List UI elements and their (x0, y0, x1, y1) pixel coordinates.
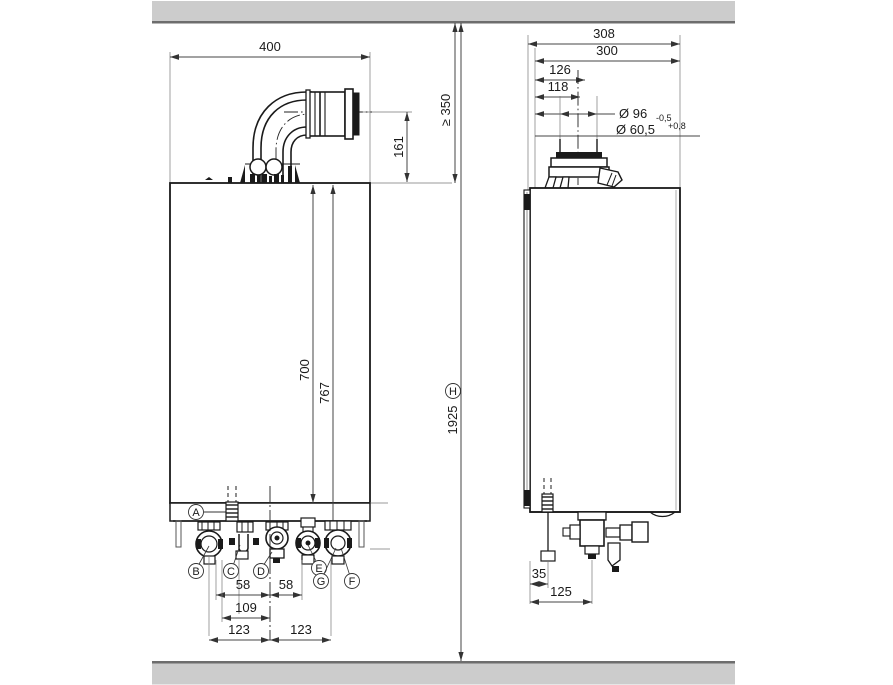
dim-dia-96: Ø 96 -0,5 (535, 96, 672, 145)
dim-label-300: 300 (596, 43, 618, 58)
dim-123-left: 123 (209, 622, 270, 643)
dim-label-350: ≥ 350 (438, 94, 453, 126)
dim-label-dia-60-5-tol: +0,8 (668, 121, 686, 131)
dim-label-400: 400 (259, 39, 281, 54)
side-view-group: 308 300 126 118 (523, 26, 700, 605)
dim-308: 308 (528, 26, 680, 47)
dim-label-767: 767 (317, 382, 332, 404)
front-view-group: 400 ≥ 350 161 (169, 23, 458, 643)
flue-port-right-icon (265, 158, 283, 176)
dim-label-125: 125 (550, 584, 572, 599)
valve-FG: G F (313, 520, 360, 589)
dim-58-left: 58 (216, 577, 270, 598)
callout-circle-H (445, 383, 461, 399)
floor-band (152, 661, 735, 685)
dim-label-dia-96-tol: -0,5 (656, 113, 672, 123)
flue-elbow (252, 88, 372, 184)
flue-collar-side (544, 139, 623, 189)
dim-width-400: 400 (170, 39, 370, 60)
connection-manifold-front: A (173, 486, 367, 589)
callout-label-B: B (192, 566, 199, 578)
callout-label-A: A (192, 507, 200, 519)
dim-label-161: 161 (391, 136, 406, 158)
flue-port-left-icon (249, 158, 267, 176)
dim-label-109: 109 (235, 600, 257, 615)
dim-label-308: 308 (593, 26, 615, 41)
dim-125: 125 (530, 584, 592, 605)
callout-label-D: D (257, 566, 265, 578)
dim-dia-60-5: Ø 60,5 +0,8 (535, 121, 700, 137)
connection-manifold-side (530, 478, 680, 572)
callout-A: A (188, 504, 226, 520)
dim-118: 118 (535, 79, 580, 100)
condensate-pipe (225, 486, 239, 522)
dim-label-118: 118 (548, 79, 569, 94)
callout-label-H: H (449, 386, 457, 398)
callout-label-E: E (315, 563, 322, 575)
valve-B: B (188, 521, 223, 579)
callout-label-C: C (227, 566, 235, 578)
ceiling-band (152, 1, 735, 24)
dim-flue-height-161: 161 (391, 112, 410, 182)
dim-123-right: 123 (270, 622, 331, 643)
dim-58-right: 58 (270, 577, 302, 598)
dim-body-700: 700 (297, 185, 388, 504)
flue-adapter-plate (205, 158, 300, 183)
dim-109: 109 (221, 560, 270, 622)
connector-C: C (223, 521, 259, 579)
callout-label-G: G (317, 576, 326, 588)
dim-label-700: 700 (297, 359, 312, 381)
dim-label-dia-60-5: Ø 60,5 (616, 122, 655, 137)
dim-label-123-right: 123 (290, 622, 312, 637)
dim-label-58-left: 58 (236, 577, 250, 592)
dim-label-123-left: 123 (228, 622, 250, 637)
dim-clearance-350: ≥ 350 (438, 23, 458, 183)
boiler-body-front (169, 182, 371, 522)
dim-label-58-right: 58 (279, 577, 293, 592)
overall-height-dimension: 1925 H (445, 23, 464, 661)
dim-126: 126 (535, 62, 585, 83)
valve-D: D (253, 521, 289, 579)
callout-label-F: F (349, 576, 356, 588)
dim-overall-height: 1925 (445, 406, 460, 435)
dim-label-126: 126 (549, 62, 571, 77)
dim-label-35: 35 (532, 566, 546, 581)
boiler-body-side (523, 187, 681, 513)
dim-300: 300 (535, 43, 680, 64)
dim-label-dia-96: Ø 96 (619, 106, 647, 121)
dim-35: 35 (530, 566, 548, 587)
valve-E: E (295, 517, 327, 576)
